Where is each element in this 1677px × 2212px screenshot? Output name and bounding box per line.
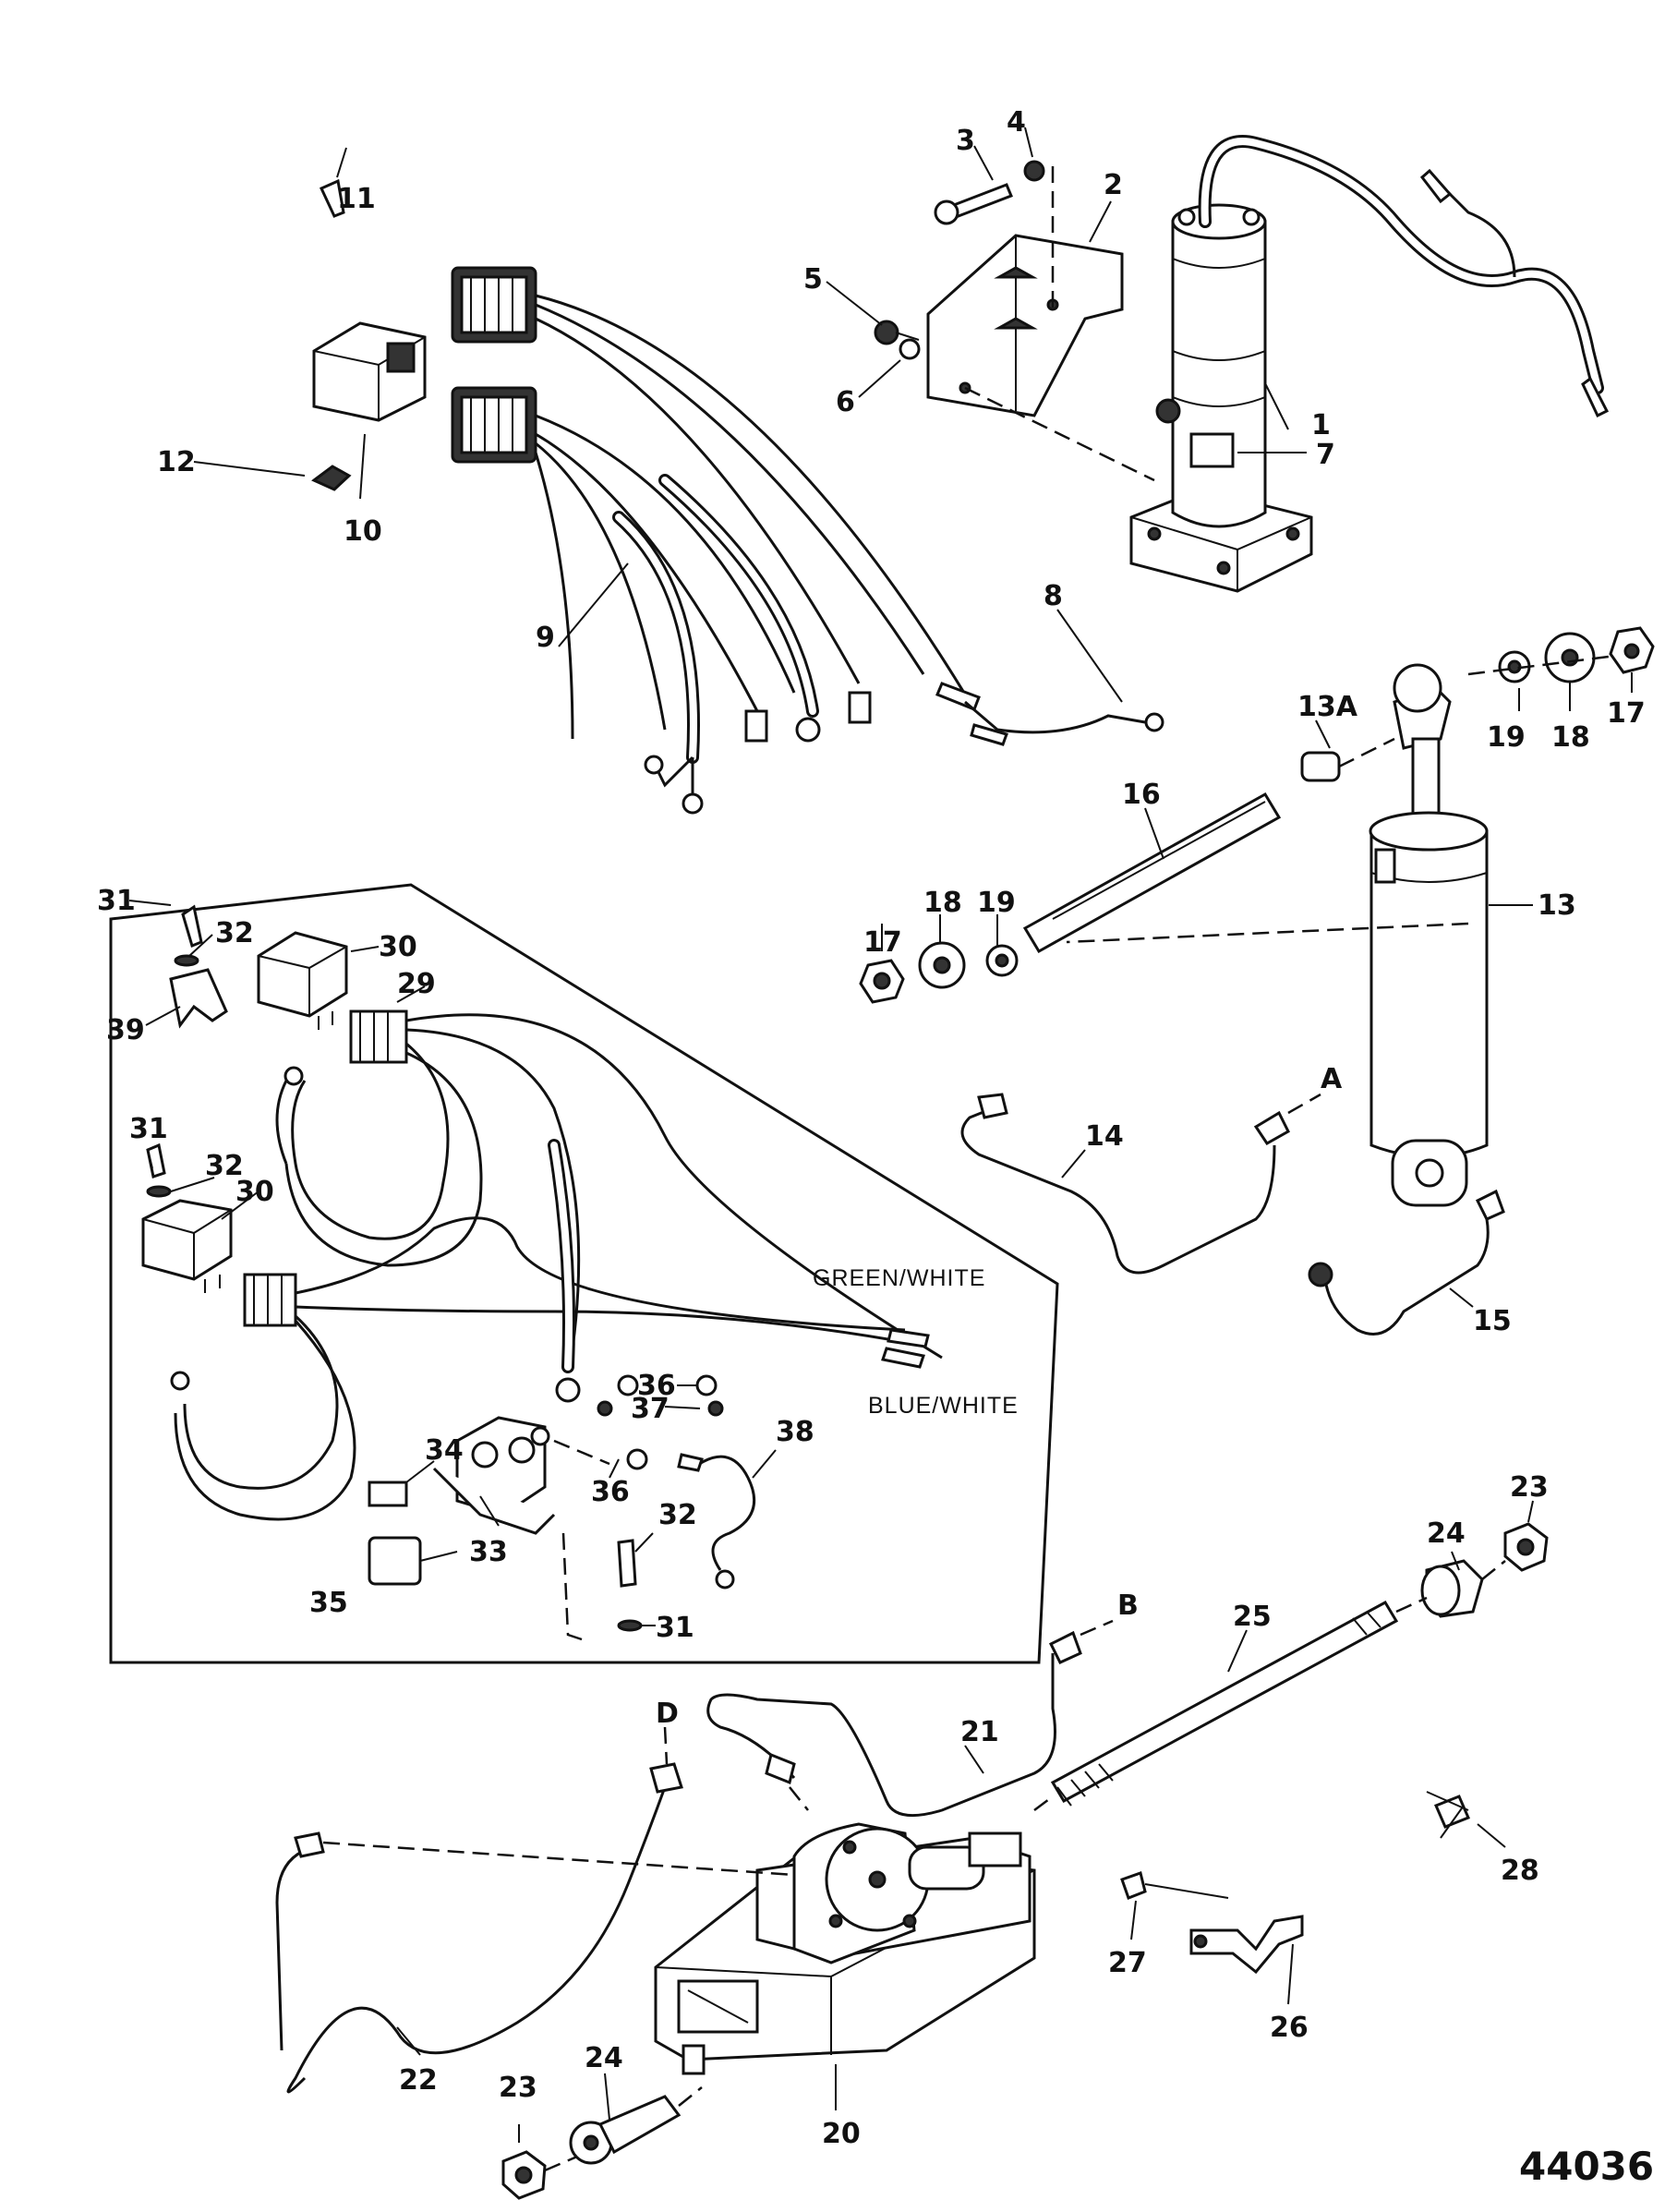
callout-31c: 31	[656, 1612, 694, 1644]
callout-17b: 17	[863, 926, 902, 959]
callout-13: 13	[1538, 889, 1576, 922]
rod-25	[1033, 1500, 1549, 1811]
callout-28: 28	[1501, 1855, 1539, 1887]
callout-3: 3	[956, 125, 975, 157]
callout-22: 22	[399, 2064, 438, 2097]
inset-panel	[109, 883, 1059, 1664]
callout-6: 6	[836, 386, 855, 418]
callout-15: 15	[1473, 1305, 1512, 1337]
relay-10	[193, 147, 427, 500]
bracket-fasteners	[874, 160, 1155, 482]
trim-cylinder	[1369, 663, 1533, 1207]
callout-30a: 30	[379, 931, 417, 963]
callout-25: 25	[1233, 1601, 1272, 1633]
callout-30b: 30	[235, 1176, 274, 1208]
callout-23b: 23	[499, 2072, 537, 2104]
mounting-bracket	[926, 234, 1124, 417]
callout-13a: 13A	[1297, 691, 1358, 723]
pivot-pin-16	[859, 626, 1655, 1004]
callout-34: 34	[425, 1434, 464, 1467]
callout-31a: 31	[97, 885, 136, 917]
callout-4: 4	[1007, 106, 1026, 139]
callout-8: 8	[1044, 580, 1063, 612]
callout-33: 33	[469, 1536, 508, 1568]
callout-23a: 23	[1510, 1471, 1549, 1504]
callout-10: 10	[344, 515, 382, 548]
callout-17a: 17	[1607, 697, 1646, 730]
callout-32c: 32	[658, 1499, 697, 1531]
hydraulic-line-22	[275, 1726, 795, 2094]
callout-24b: 24	[585, 2042, 623, 2074]
clamp-26	[1120, 1791, 1506, 2005]
callout-14: 14	[1085, 1120, 1124, 1153]
hydraulic-line-21	[706, 1619, 1114, 1818]
callout-5: 5	[803, 263, 823, 296]
callout-32b: 32	[205, 1150, 244, 1182]
callout-35: 35	[309, 1587, 348, 1619]
line-label-a: A	[1321, 1063, 1343, 1095]
callout-19a: 19	[1487, 721, 1526, 754]
leader-lines-top	[826, 127, 1307, 453]
hydraulic-line-15	[1308, 1189, 1505, 1336]
callout-21: 21	[960, 1716, 999, 1748]
callout-18a: 18	[1551, 721, 1590, 754]
wire-label-blue-white: BLUE/WHITE	[868, 1393, 1019, 1419]
callout-24a: 24	[1427, 1517, 1466, 1550]
callout-27: 27	[1108, 1947, 1147, 1979]
wire-label-green-white: GREEN/WHITE	[813, 1265, 985, 1291]
callout-39: 39	[106, 1014, 145, 1046]
callout-labels: 1 2 3 4 5 6 7 8 9 10 11 12 13 13A 14 15 …	[97, 106, 1646, 2150]
callout-36b: 36	[591, 1476, 630, 1508]
trim-block-20	[654, 1822, 1036, 2110]
callout-20: 20	[822, 2118, 861, 2150]
callout-19b: 19	[977, 887, 1016, 919]
wiring-harness	[451, 266, 1164, 815]
inset-components	[141, 904, 943, 1641]
figure-number: 44036	[1519, 2144, 1654, 2189]
wire-color-labels: GREEN/WHITE BLUE/WHITE	[813, 1265, 1019, 1419]
callout-36a: 36	[637, 1370, 676, 1402]
callout-12: 12	[157, 446, 196, 478]
line-label-d: D	[656, 1698, 679, 1730]
callout-1: 1	[1311, 409, 1331, 441]
callout-26: 26	[1270, 2012, 1309, 2044]
callout-11: 11	[337, 183, 376, 215]
lower-fittings	[501, 2073, 703, 2200]
line-label-b: B	[1117, 1589, 1139, 1622]
callout-37: 37	[631, 1393, 670, 1425]
leader-lines-inset	[128, 900, 777, 1626]
hydraulic-line-14	[960, 1093, 1321, 1275]
callout-32a: 32	[215, 917, 254, 949]
callout-9: 9	[536, 622, 555, 654]
callout-38: 38	[776, 1416, 814, 1448]
callout-31b: 31	[129, 1113, 168, 1145]
callout-16: 16	[1122, 779, 1161, 811]
callout-7: 7	[1316, 439, 1335, 471]
callout-29: 29	[397, 968, 436, 1000]
callout-2: 2	[1104, 169, 1123, 201]
letter-labels: A B D	[656, 1063, 1343, 1730]
callout-18b: 18	[923, 887, 962, 919]
pump-motor-assembly	[1129, 135, 1610, 593]
